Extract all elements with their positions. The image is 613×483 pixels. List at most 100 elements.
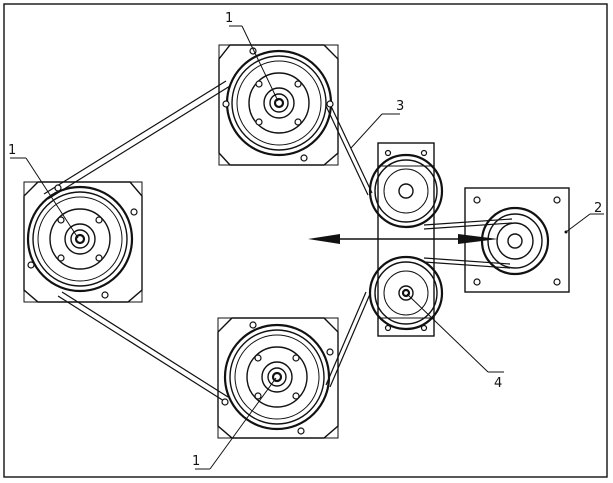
label-pulley-bottom: 1 xyxy=(192,454,200,469)
pulley-top xyxy=(218,44,339,166)
pulley-top-mount-hole xyxy=(300,154,308,162)
label-belt: 3 xyxy=(396,99,404,114)
pulley-bottom-bore xyxy=(271,371,283,383)
pulley-top-mount-hole xyxy=(222,100,230,108)
pulley-top-bore xyxy=(273,97,285,109)
pulley-bottom-hub-ring xyxy=(246,346,308,408)
pulley-top-hub-ring xyxy=(248,72,310,134)
motor-pulley-rim xyxy=(480,206,550,276)
pulley-left-bore xyxy=(74,233,86,245)
leader-left xyxy=(25,157,79,239)
drawing-frame xyxy=(3,3,608,478)
pulley-bottom-mount-hole xyxy=(326,348,334,356)
idler-lower-groove xyxy=(374,261,438,325)
motor-mount-hole xyxy=(473,278,481,286)
pulley-top-bolt xyxy=(294,80,302,88)
pulley-top-hub xyxy=(263,87,295,119)
belt-left-bottom-upper xyxy=(61,291,229,398)
pulley-left-mount-hole xyxy=(130,208,138,216)
belt-left-top-upper xyxy=(43,80,227,195)
belt-bottom-idler-b xyxy=(329,293,371,388)
pulley-left-hub xyxy=(64,223,96,255)
pulley-bottom-groove-inner xyxy=(234,334,320,420)
idler-lower-bore xyxy=(398,285,414,301)
pulley-bottom-rim xyxy=(223,323,331,431)
pulley-top-groove-inner xyxy=(236,60,322,146)
leader-idler xyxy=(406,293,489,373)
pulley-bottom xyxy=(217,317,339,439)
motor-mount-hole xyxy=(553,278,561,286)
pulley-left-bolt xyxy=(57,216,65,224)
pulley-left-mount-hole xyxy=(54,184,62,192)
belt-system xyxy=(43,80,513,402)
pulley-bottom-groove-outer xyxy=(229,329,325,425)
pulley-left-mount-hole xyxy=(101,291,109,299)
label-tensioner: 4 xyxy=(494,376,502,391)
label-pulley-top: 1 xyxy=(225,11,233,26)
pulley-left-rim xyxy=(26,185,134,293)
idler-upper-groove xyxy=(374,159,438,223)
pulley-top-bolt xyxy=(255,80,263,88)
leader-belt xyxy=(350,113,383,149)
idler-lower-rim xyxy=(368,255,444,331)
motor-mount-hole xyxy=(553,196,561,204)
pulley-left-groove-outer xyxy=(32,191,128,287)
leader-motor xyxy=(565,213,591,233)
pulley-bottom-bolt xyxy=(292,354,300,362)
motor-pulley-hub xyxy=(496,222,534,260)
pulley-left-bolt xyxy=(57,254,65,262)
idler-upper-bolt xyxy=(420,149,428,157)
label-pulley-left: 1 xyxy=(8,143,16,158)
pulley-top-mount-hole xyxy=(326,100,334,108)
idler-lower-bolt xyxy=(384,324,392,332)
motor-pulley-bore xyxy=(507,233,523,249)
belt-left-top-lower xyxy=(47,85,231,200)
pulley-top-groove-outer xyxy=(231,55,327,151)
pulley-top-bolt xyxy=(255,118,263,126)
pulley-left-hub-ring xyxy=(49,208,111,270)
idler-upper-hub xyxy=(383,168,429,214)
idler-upper-bolt xyxy=(384,149,392,157)
belt-upper-idler-motor-b xyxy=(423,222,513,230)
pulley-bottom-mount-hole xyxy=(249,321,257,329)
pulley-bottom-mount-hole xyxy=(221,398,229,406)
leader-lines xyxy=(10,25,604,470)
leader-bottom xyxy=(209,377,277,470)
arrow-head-left xyxy=(308,234,340,244)
pulley-top-rim xyxy=(225,49,333,157)
leader-top xyxy=(241,25,279,102)
motor-mount-hole xyxy=(473,196,481,204)
idler-lower-hub xyxy=(383,270,429,316)
pulley-bottom-bore-ring xyxy=(267,367,287,387)
belt-lower-idler-motor-a xyxy=(423,257,511,265)
pulley-bottom-housing xyxy=(217,317,339,439)
pulley-left-bore-ring xyxy=(70,229,90,249)
motor-pulley-groove xyxy=(487,213,543,269)
pulley-left-mount-hole xyxy=(27,261,35,269)
belt-left-bottom-lower xyxy=(57,295,225,402)
belt-top-idler-a xyxy=(325,105,369,196)
arrow-head-right xyxy=(458,234,498,244)
label-motor: 2 xyxy=(594,201,602,216)
idler-upper-rim xyxy=(368,153,444,229)
pulley-left-groove-inner xyxy=(37,196,123,282)
pulley-top-plate xyxy=(218,44,339,166)
pulley-left-bolt xyxy=(95,254,103,262)
pulley-left-plate xyxy=(23,181,143,303)
idler-lower-bolt xyxy=(420,324,428,332)
pulley-bottom-bolt xyxy=(254,392,262,400)
idler-lower-center xyxy=(401,288,411,298)
pulley-top-bolt xyxy=(294,118,302,126)
pulley-bottom-plate xyxy=(217,317,339,439)
belt-bottom-idler-a xyxy=(325,291,367,386)
pulley-top-bore-ring xyxy=(269,93,289,113)
pulley-bottom-hub xyxy=(261,361,293,393)
direction-arrow xyxy=(308,234,498,244)
idler-upper-bore xyxy=(398,183,414,199)
pulley-left-bolt xyxy=(95,216,103,224)
belt-top-idler-b xyxy=(329,103,373,194)
pulley-bottom-bolt xyxy=(254,354,262,362)
pulley-bottom-mount-hole xyxy=(297,427,305,435)
